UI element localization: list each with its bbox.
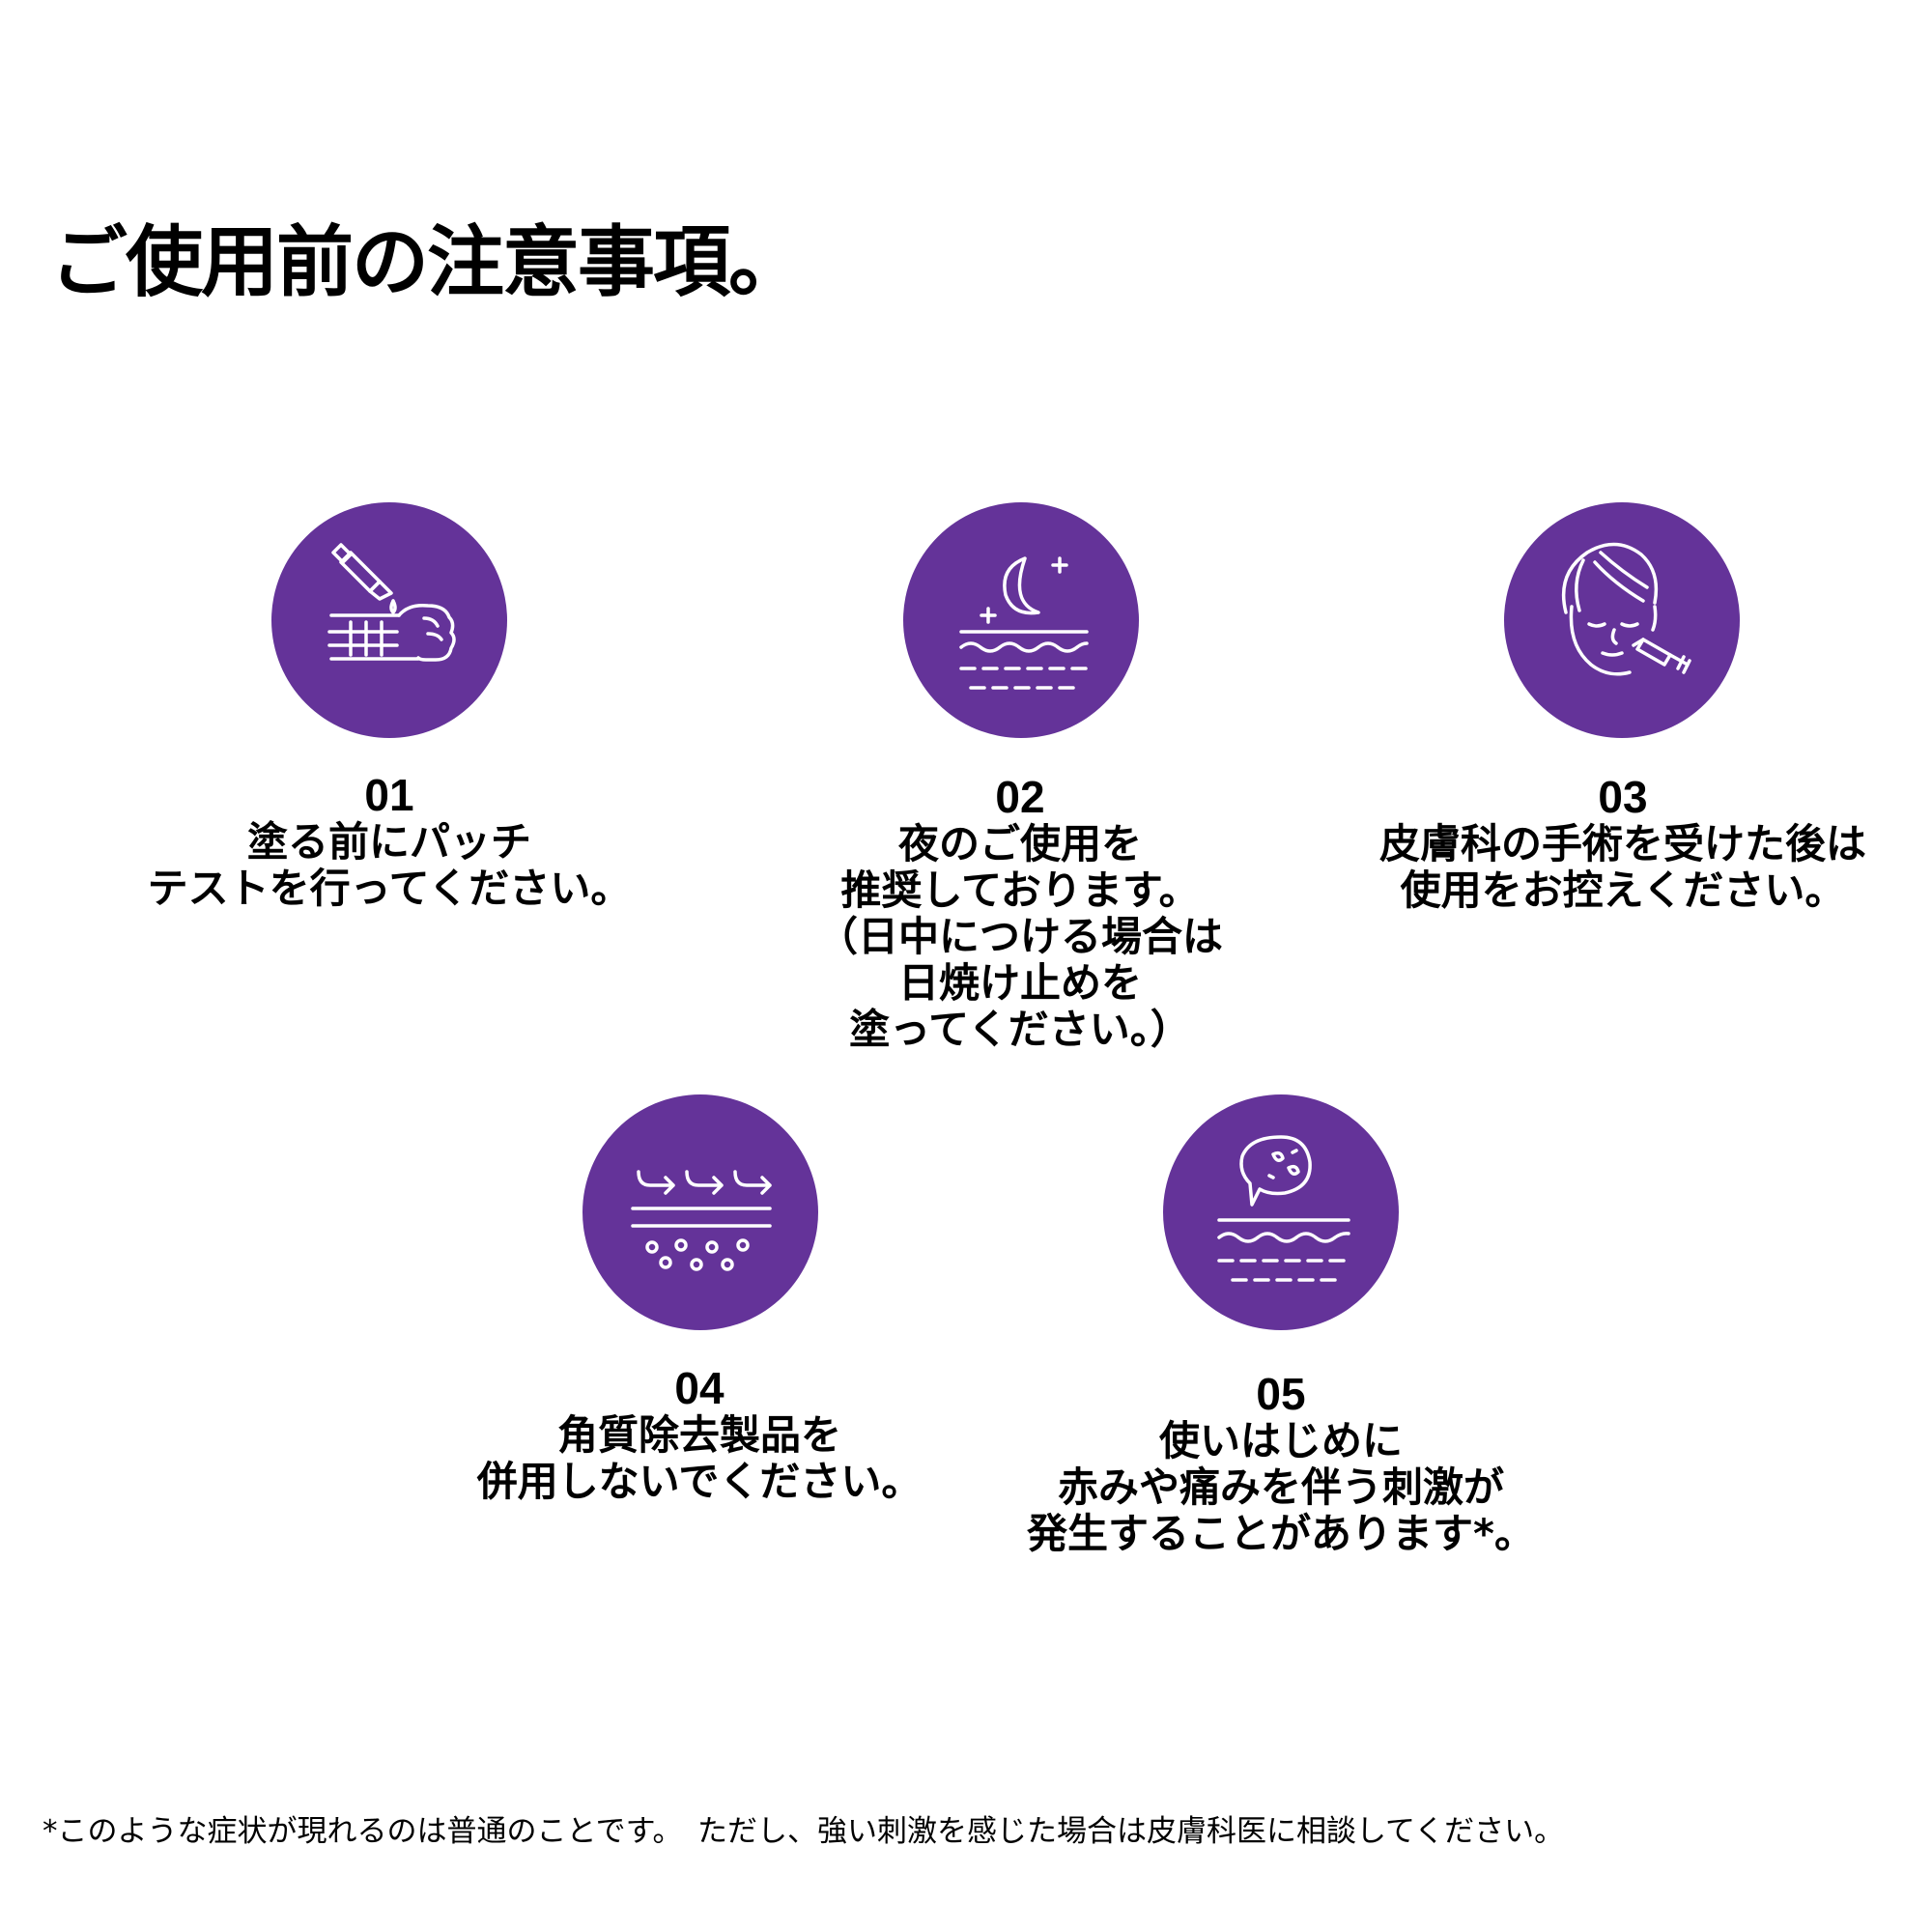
item-01: 01 塗る前にパッチ テストを行ってください。 [119, 771, 660, 912]
dermatology-procedure-icon [1504, 502, 1740, 738]
skin-irritation-icon [1163, 1094, 1399, 1330]
page-title: ご使用前の注意事項。 [50, 217, 806, 307]
item-text-line: 角質除去製品を [556, 1411, 841, 1459]
item-text-line: 皮膚科の手術を受けた後は [1378, 820, 1866, 867]
patch-test-icon [271, 502, 507, 738]
item-text-line: テストを行ってください。 [147, 865, 632, 912]
item-number: 05 [1256, 1369, 1306, 1419]
item-02: 02 夜のご使用を 推奨しております。 （日中につける場合は 日焼け止めを 塗っ… [750, 773, 1291, 1053]
item-number: 03 [1598, 772, 1648, 822]
exfoliation-icon [582, 1094, 818, 1330]
item-text-line: 塗る前にパッチ [246, 818, 531, 866]
item-03: 03 皮膚科の手術を受けた後は 使用をお控えください。 [1352, 773, 1893, 914]
item-text-line: 発生することがあります*。 [1027, 1510, 1535, 1557]
item-text-line: （日中につける場合は [816, 913, 1223, 960]
item-number: 02 [995, 772, 1045, 822]
night-moon-icon [903, 502, 1139, 738]
footnote: *このような症状が現れるのは普通のことです。 ただし、強い刺激を感じた場合は皮膚… [43, 1814, 1565, 1849]
item-text-line: 推奨しております。 [840, 867, 1200, 914]
item-text-line: 使いはじめに [1158, 1417, 1403, 1464]
item-04: 04 角質除去製品を 併用しないでください。 [429, 1364, 970, 1505]
item-number: 04 [674, 1363, 724, 1413]
item-text-line: 赤みや痛みを伴う刺激が [1057, 1463, 1504, 1511]
item-text-line: 併用しないでください。 [476, 1458, 923, 1505]
item-text-line: 塗ってください。） [849, 1006, 1191, 1053]
item-text-line: 使用をお控えください。 [1400, 867, 1846, 914]
item-05: 05 使いはじめに 赤みや痛みを伴う刺激が 発生することがあります*。 [1010, 1370, 1551, 1557]
item-number: 01 [364, 770, 414, 820]
item-text-line: 日焼け止めを [897, 959, 1142, 1007]
item-text-line: 夜のご使用を [897, 820, 1142, 867]
